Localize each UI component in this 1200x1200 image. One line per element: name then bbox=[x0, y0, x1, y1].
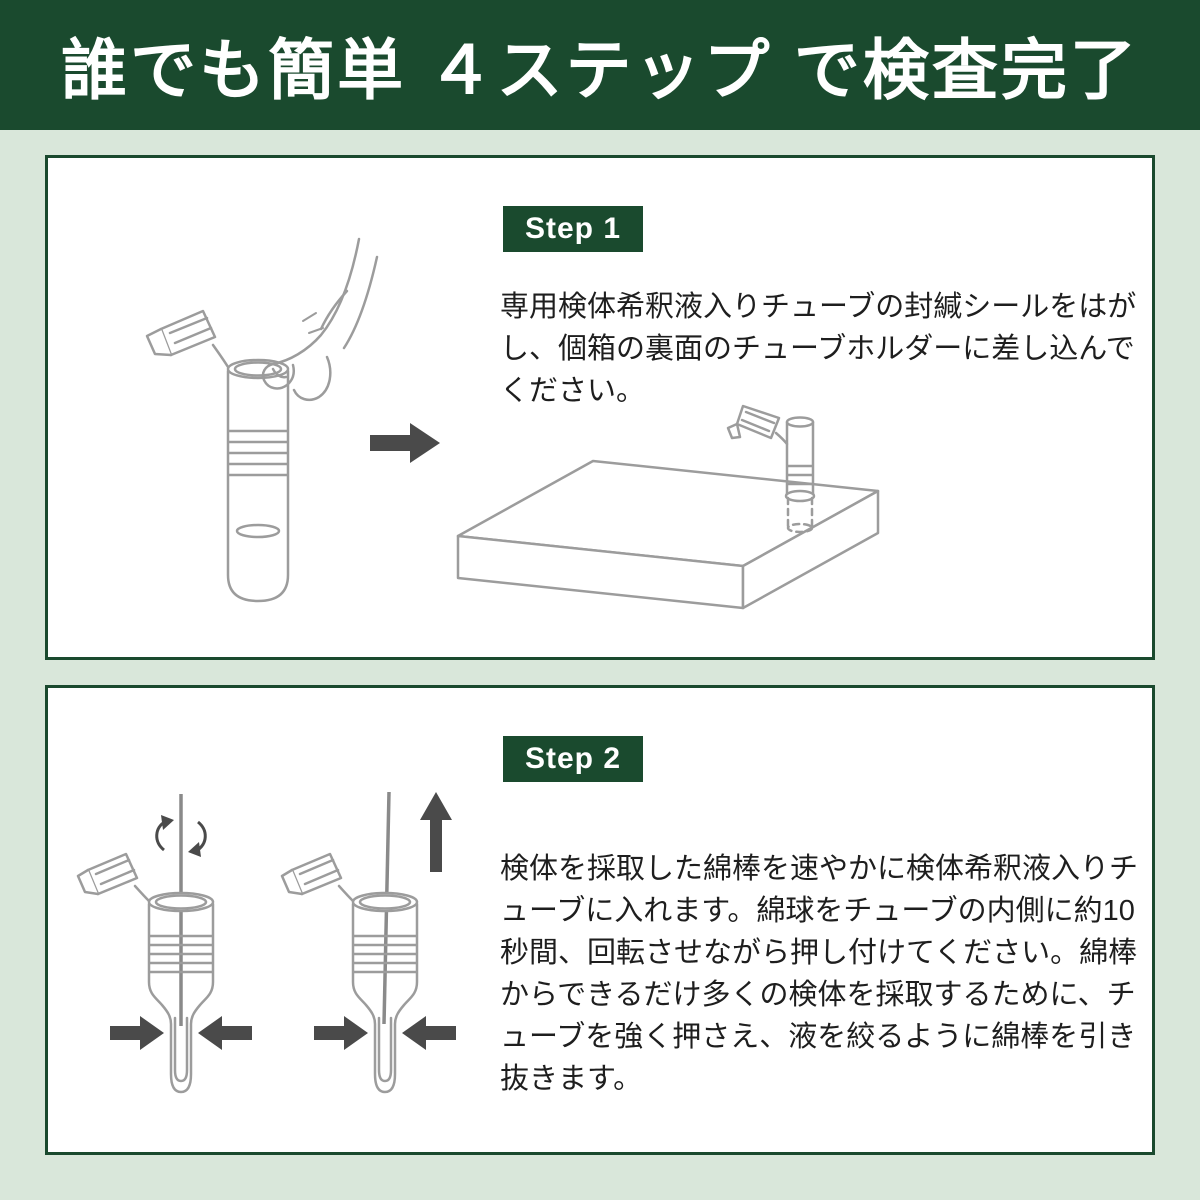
step1-badge: Step 1 bbox=[503, 206, 644, 252]
swab-pull-out-illustration bbox=[280, 786, 480, 1116]
swab-pull-icon bbox=[280, 791, 456, 1094]
squeeze-arrows-icon bbox=[314, 1016, 456, 1050]
step2-badge: Step 2 bbox=[503, 736, 644, 782]
step2-panel: Step 2 検体を採取した綿棒を速やかに検体希釈液入りチューブに入れます。綿球… bbox=[45, 685, 1155, 1155]
swab-rotate-in-tube-illustration bbox=[76, 786, 276, 1116]
hand-opening-tube-illustration bbox=[123, 233, 383, 633]
box-with-tube-holder-illustration bbox=[443, 396, 893, 636]
hand-opening-tube-icon bbox=[145, 237, 379, 603]
box-tube-holder-icon bbox=[456, 404, 880, 610]
step2-text: 検体を採取した綿棒を速やかに検体希釈液入りチューブに入れます。綿球をチューブの内… bbox=[500, 853, 1139, 1096]
step1-panel: Step 1 専用検体希釈液入りチューブの封緘シールをはがし、個箱の裏面のチュー… bbox=[45, 155, 1155, 660]
swab-rotate-icon bbox=[76, 794, 252, 1094]
header-banner: 誰でも簡単 ４ステップ で検査完了 bbox=[0, 0, 1200, 130]
right-arrow-icon bbox=[370, 420, 442, 466]
up-arrow-icon bbox=[420, 792, 452, 872]
page-title: 誰でも簡単 ４ステップ で検査完了 bbox=[61, 33, 1139, 107]
step1-text: 専用検体希釈液入りチューブの封緘シールをはがし、個箱の裏面のチューブホルダーに差… bbox=[500, 291, 1137, 408]
rotate-arrows-icon bbox=[155, 815, 207, 857]
squeeze-arrows-icon bbox=[110, 1016, 252, 1050]
